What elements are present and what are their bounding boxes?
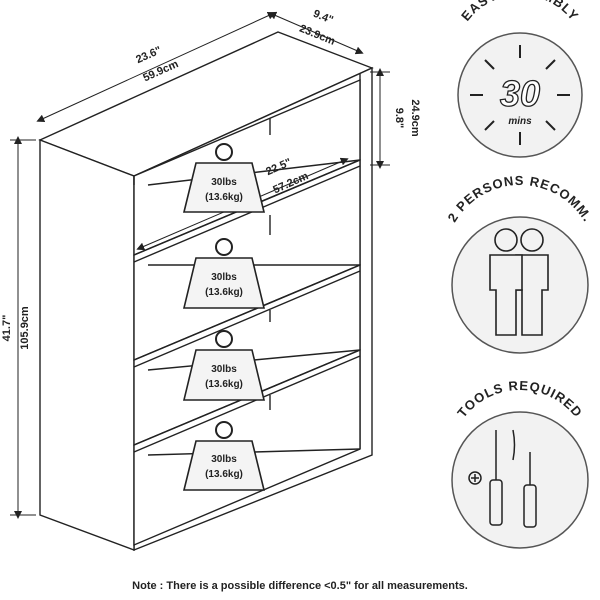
depth-in-label: 9.4"	[311, 8, 335, 27]
easy-assembly-title: EASY ASSEMBLY	[458, 0, 581, 24]
assembly-minutes: 30	[500, 73, 540, 114]
assembly-unit: mins	[508, 116, 532, 127]
shelf-depth-in-label: 9.8"	[393, 108, 405, 129]
weight-icon-shelf-2: 30lbs (13.6kg)	[182, 238, 266, 309]
shelf-depth-cm-label: 24.9cm	[409, 99, 421, 137]
tools-required-badge: TOOLS REQUIRED	[451, 378, 589, 549]
clock-icon	[470, 45, 570, 145]
weight-lbs-1: 30lbs	[211, 177, 237, 188]
weight-lbs-4: 30lbs	[211, 454, 237, 465]
measurement-note: Note : There is a possible difference <0…	[132, 580, 468, 592]
weight-kg-4: (13.6kg)	[205, 469, 243, 480]
two-persons-icon	[489, 228, 549, 336]
weight-kg-2: (13.6kg)	[205, 287, 243, 298]
two-persons-badge: 2 PERSONS RECOMM.	[445, 173, 595, 354]
weight-icon-shelf-1: 30lbs (13.6kg)	[182, 143, 266, 213]
screwdriver-icon	[468, 429, 537, 528]
weight-icon-shelf-3: 30lbs (13.6kg)	[182, 330, 266, 401]
width-in-label: 23.6"	[134, 44, 163, 66]
height-in-label: 41.7"	[1, 315, 13, 342]
easy-assembly-badge: EASY ASSEMBLY 30 mins	[457, 0, 583, 158]
weight-lbs-3: 30lbs	[211, 364, 237, 375]
weight-lbs-2: 30lbs	[211, 272, 237, 283]
weight-icon-shelf-4: 30lbs (13.6kg)	[182, 421, 266, 491]
svg-text:EASY ASSEMBLY: EASY ASSEMBLY	[458, 0, 582, 24]
height-cm-label: 105.9cm	[19, 306, 31, 350]
weight-kg-1: (13.6kg)	[205, 192, 243, 203]
weight-kg-3: (13.6kg)	[205, 379, 243, 390]
dimension-lines	[10, 11, 390, 519]
